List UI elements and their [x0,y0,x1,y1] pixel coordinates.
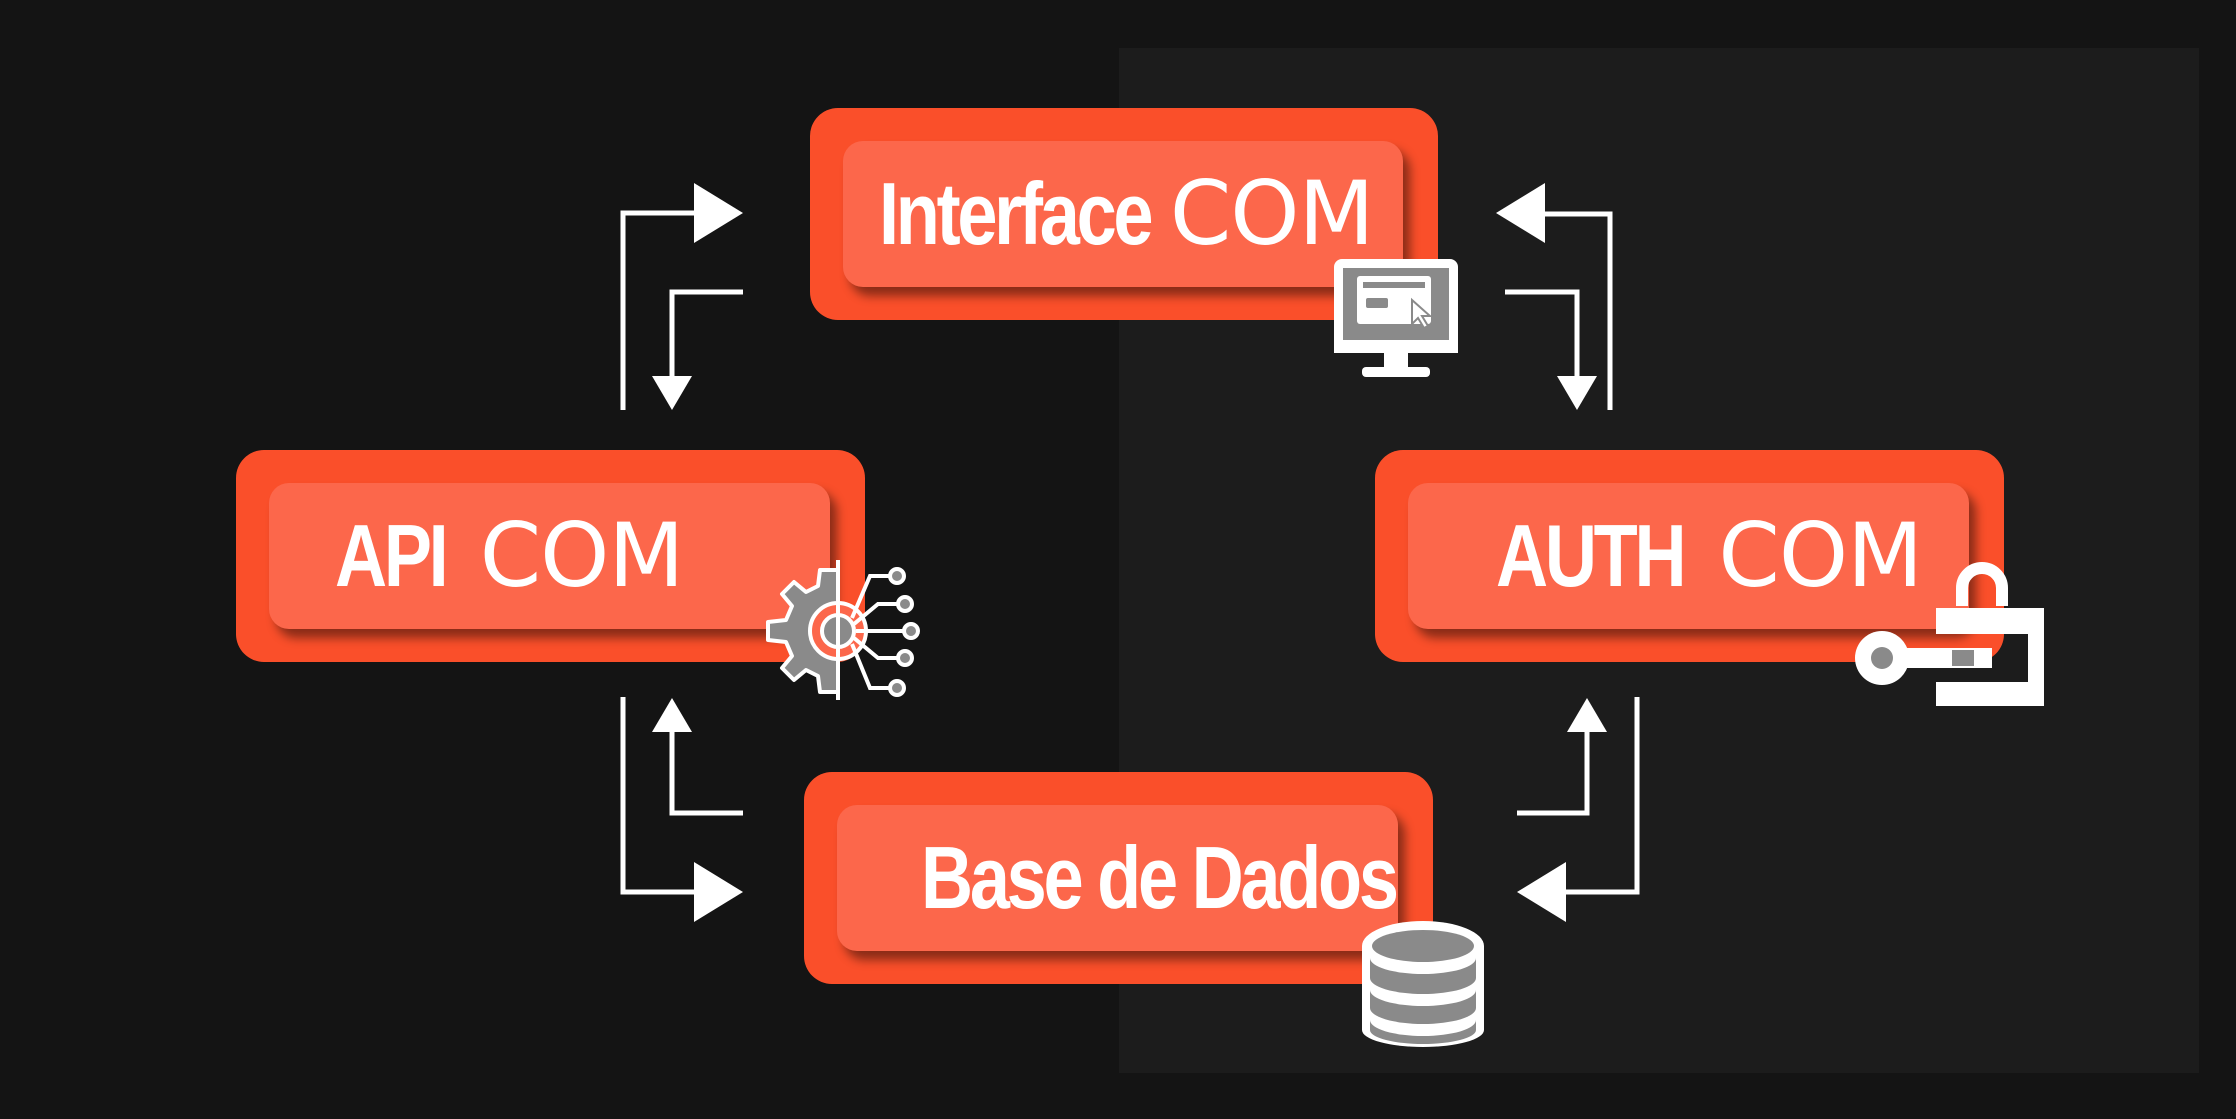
arrow-auth-to-database [1560,697,1640,895]
arrowhead-interface-to-api [652,376,692,410]
api-node-label-light: COM [479,504,685,607]
arrowhead-api-to-database [694,862,743,922]
api-node-label: API COM [335,506,684,605]
arrow-api-to-database [620,697,696,895]
interface-node-label-light: COM [1169,162,1375,265]
auth-node-inner: AUTH COM [1408,483,1969,629]
auth-node-label: AUTH COM [1496,506,1923,605]
arrow-interface-to-auth [1505,289,1580,378]
arrow-auth-to-interface [1532,211,1613,410]
arrowhead-api-to-interface [694,183,743,243]
arrowhead-auth-to-database [1517,862,1566,922]
api-node-inner: API COM [269,483,830,629]
arrowhead-auth-to-interface [1496,183,1545,243]
database-node-label-bold: Base de Dados [921,828,1399,927]
auth-node-label-bold: AUTH [1496,506,1687,605]
auth-node: AUTH COM [1375,450,2004,662]
arrow-api-to-interface [620,210,696,410]
interface-node-label-bold: Interface [879,164,1154,263]
arrow-interface-to-api [669,289,743,378]
arrowhead-database-to-auth [1567,698,1607,732]
arrowhead-database-to-api [652,698,692,732]
arrow-database-to-auth [1517,730,1590,816]
arrowhead-interface-to-auth [1557,376,1597,410]
api-node: API COM [236,450,865,662]
auth-node-label-light: COM [1718,504,1923,607]
database-node-inner: Base de Dados [837,805,1399,951]
arrow-database-to-api [669,730,743,816]
database-node-label: Base de Dados [921,834,1500,922]
database-node: Base de Dados [804,772,1433,984]
api-node-label-bold: API [335,506,449,605]
